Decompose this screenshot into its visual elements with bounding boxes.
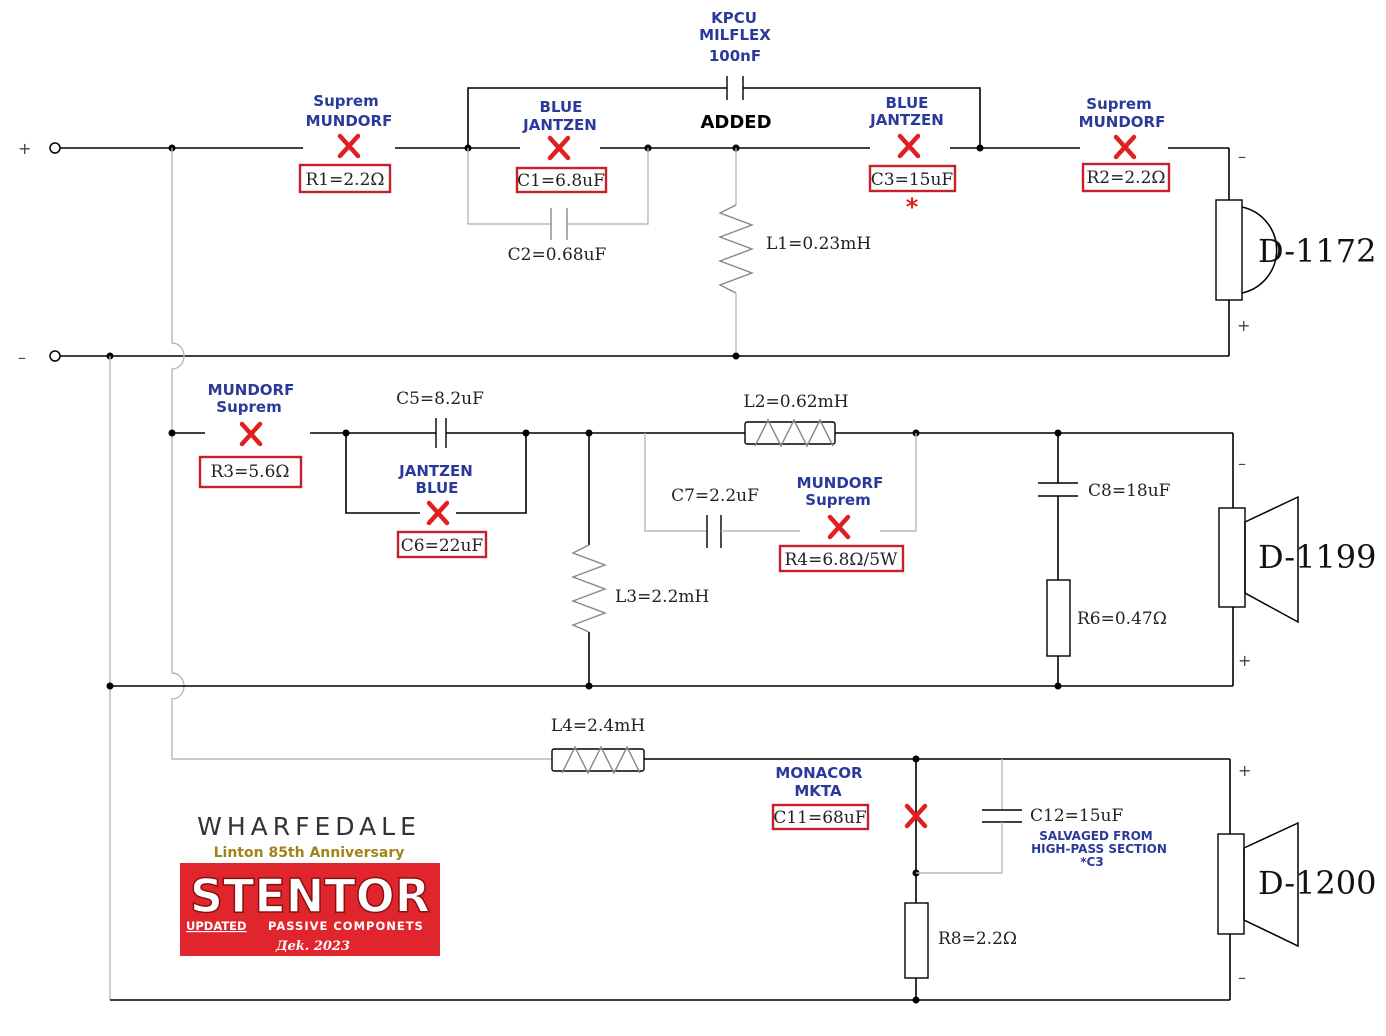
r2-removed-x-icon (1113, 134, 1137, 160)
c3-removed-x-icon (897, 133, 921, 159)
l4-label: L4=2.4mH (551, 716, 645, 736)
input-minus-label: – (18, 348, 26, 367)
r2-brand-line1: Suprem (1086, 95, 1151, 113)
feed-plus-line (171, 148, 552, 760)
c6-brand-line1: JANTZEN (398, 462, 473, 480)
r2-brand-line2: MUNDORF (1079, 113, 1166, 131)
woofer-section: D-1200 + – (110, 745, 1377, 1004)
c11-label: C11=68uF (773, 808, 866, 828)
r4-label-box (778, 544, 905, 573)
c7-label: C7=2.2uF (671, 486, 759, 506)
wharfedale-logo: WHARFEDALE Linton 85th Anniversary STENT… (180, 812, 440, 956)
r1-brand-line1: Suprem (313, 92, 378, 110)
c1-brand-line2: JANTZEN (522, 116, 597, 134)
input-plus-terminal (49, 142, 61, 154)
c6-brand-line2: BLUE (416, 479, 459, 497)
l2-label: L2=0.62mH (743, 392, 848, 412)
r1-removed-x-icon (337, 133, 361, 159)
logo-date: Дek. 2023 (275, 939, 350, 954)
c11-brand-line1: MONACOR (775, 764, 863, 782)
input-plus-label: + (18, 139, 31, 158)
r2-label: R2=2.2Ω (1087, 168, 1166, 188)
tweeter-polarity-top: – (1238, 147, 1246, 166)
woofer-cone-icon (1243, 821, 1299, 948)
r4-brand-line1: MUNDORF (797, 474, 884, 492)
logo-subtitle: PASSIVE COMPONETS (268, 919, 424, 933)
woofer-polarity-top: + (1238, 761, 1251, 780)
tweeter-polarity-bottom: + (1237, 316, 1250, 335)
r1-brand-line2: MUNDORF (306, 112, 393, 130)
r4-brand-line2: Suprem (805, 491, 870, 509)
logo-subtitle-underlined: UPDATED (186, 919, 247, 933)
midrange-polarity-top: – (1238, 454, 1246, 473)
r3-label-box (198, 455, 303, 489)
woofer-speaker-label: D-1200 (1258, 864, 1377, 902)
r1-label-box (298, 163, 392, 194)
midrange-speaker-symbol (1218, 507, 1246, 608)
added-cap-brand-line1: KPCU (711, 9, 757, 27)
midrange-section: D-1199 – + (106, 418, 1377, 690)
midrange-speaker-label: D-1199 (1258, 538, 1377, 576)
c3-label-box (868, 164, 957, 193)
c12-note-line3: *C3 (1080, 855, 1103, 869)
c12-label: C12=15uF (1030, 806, 1123, 826)
r1-label: R1=2.2Ω (306, 170, 385, 190)
woofer-polarity-bottom: – (1238, 968, 1246, 987)
c5-label: C5=8.2uF (396, 389, 484, 409)
logo-brand: WHARFEDALE (197, 812, 421, 841)
r4-label: R4=6.8Ω/5W (784, 550, 898, 570)
c3-brand-line2: JANTZEN (869, 111, 944, 129)
c12-note-line1: SALVAGED FROM (1039, 829, 1152, 843)
tweeter-speaker-symbol (1215, 199, 1243, 301)
logo-red-panel (180, 863, 440, 956)
l1-label: L1=0.23mH (766, 234, 871, 254)
r3-label: R3=5.6Ω (211, 462, 290, 482)
added-cap-value: 100nF (709, 47, 761, 65)
r4-removed-x-icon (827, 514, 851, 540)
c11-brand-line2: MKTA (794, 782, 842, 800)
c6-removed-x-icon (426, 500, 450, 526)
c6-label: C6=22uF (401, 536, 484, 556)
tweeter-speaker-label: D-1172 (1258, 232, 1377, 270)
c11-label-box (771, 803, 870, 831)
c1-removed-x-icon (547, 135, 571, 161)
logo-model: STENTOR (190, 869, 430, 923)
c2-label: C2=0.68uF (508, 245, 607, 265)
r3-removed-x-icon (239, 421, 263, 447)
woofer-speaker-symbol (1217, 833, 1245, 935)
tweeter-dome-icon (1241, 206, 1278, 294)
c3-note-star: * (906, 193, 919, 221)
c3-brand-line1: BLUE (886, 94, 929, 112)
r2-label-box (1081, 162, 1171, 193)
r3-brand-line2: Suprem (216, 398, 281, 416)
c8-label: C8=18uF (1088, 481, 1171, 501)
c12-note-line2: HIGH-PASS SECTION (1031, 842, 1167, 856)
midrange-cone-icon (1244, 495, 1299, 624)
input-minus-terminal (49, 350, 61, 362)
c1-label-box (515, 166, 608, 194)
r3-brand-line1: MUNDORF (208, 381, 295, 399)
tweeter-section: D-1172 – + (60, 76, 1377, 360)
c6-label-box (396, 530, 488, 559)
l3-label: L3=2.2mH (615, 587, 709, 607)
added-cap-brand-line2: MILFLEX (699, 26, 771, 44)
c1-brand-line1: BLUE (540, 98, 583, 116)
c1-label: C1=6.8uF (517, 171, 605, 191)
logo-edition: Linton 85th Anniversary (214, 845, 405, 861)
r8-label: R8=2.2Ω (938, 929, 1017, 949)
r6-label: R6=0.47Ω (1077, 609, 1167, 629)
c3-label: C3=15uF (871, 170, 954, 190)
midrange-polarity-bottom: + (1238, 651, 1251, 670)
c11-removed-x-icon (904, 803, 928, 829)
added-cap-status: ADDED (700, 112, 771, 133)
